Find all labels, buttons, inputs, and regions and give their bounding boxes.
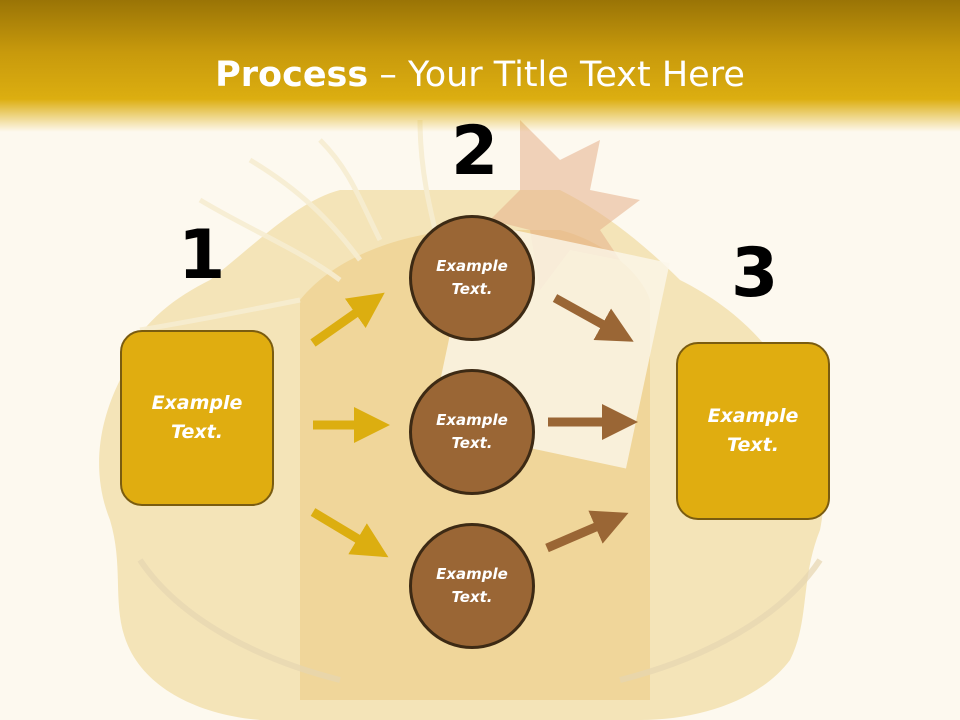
page-title: Process – Your Title Text Here [0,54,960,96]
left-box-line2: Text. [171,421,223,443]
step-number-1: 1 [178,216,226,295]
circle-bottom-line2: Text. [451,588,493,606]
circle-middle-line2: Text. [451,434,493,452]
title-bar [0,0,960,132]
left-box-line1: Example [151,392,243,414]
right-box-line1: Example [707,405,799,427]
step-number-3: 3 [731,234,779,313]
arrow-left-to-bottom [310,508,389,558]
right-box-line2: Text. [727,434,779,456]
arrow-top-to-right [552,294,634,342]
title-rest: – Your Title Text Here [368,55,745,95]
circle-top-line1: Example [436,257,508,275]
title-bold: Process [215,55,369,95]
circle-middle-line1: Example [436,411,508,429]
arrow-bottom-to-right [545,510,629,553]
step-number-2: 2 [451,112,499,191]
arrow-left-to-top [310,292,385,347]
circle-bottom-line1: Example [436,565,508,583]
circle-top-line2: Text. [451,280,493,298]
